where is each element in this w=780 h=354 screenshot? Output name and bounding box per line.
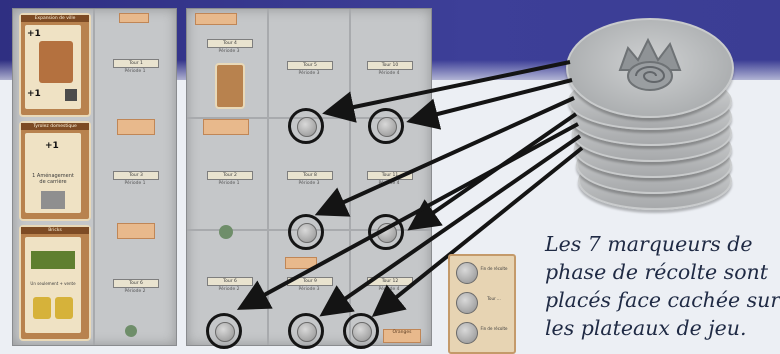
caption-line: placés face cachée sur [545,286,780,314]
caption-text: Les 7 marqueurs de phase de récolte sont… [545,230,780,342]
caption-line: les plateaux de jeu. [545,314,780,342]
harvest-reference-panel: Fin de récolte Tour ... Fin de récolte [448,254,516,354]
panel-text: Tour ... [478,296,510,301]
arrow [330,62,570,112]
caption-line: Les 7 marqueurs de [545,230,780,258]
arrow [414,80,572,120]
panel-marker [456,262,478,284]
panel-marker [456,322,478,344]
panel-text: Fin de récolte [478,266,510,271]
caption-line: phase de récolte sont [545,258,780,286]
panel-marker [456,292,478,314]
arrow [244,124,578,306]
panel-text: Fin de récolte [478,326,510,331]
